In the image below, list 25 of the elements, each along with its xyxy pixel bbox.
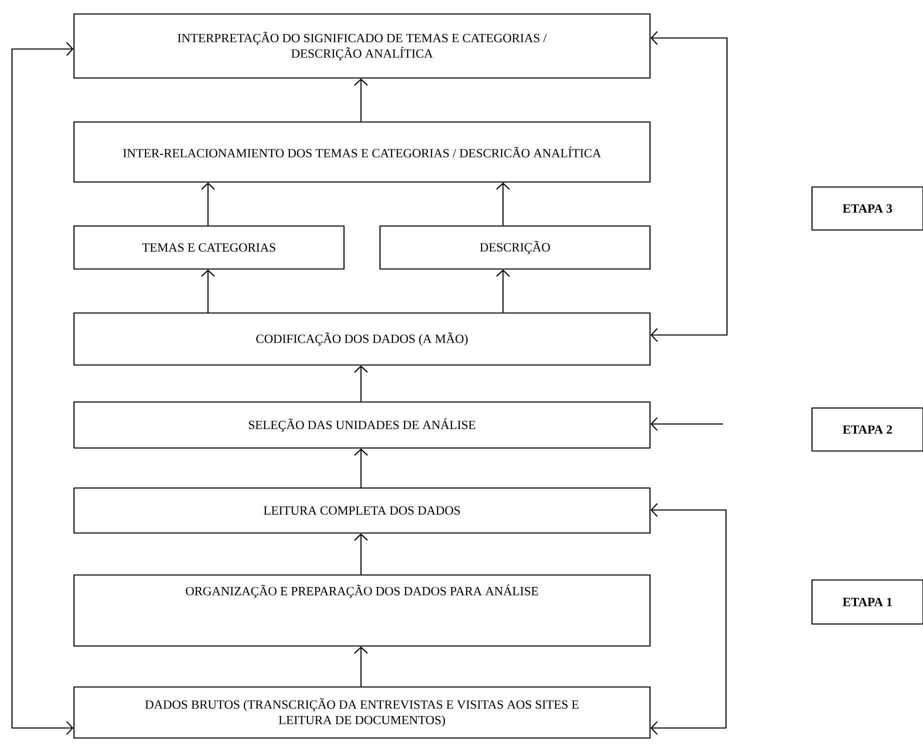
stage-box: ETAPA 3 bbox=[811, 186, 923, 231]
arrow bbox=[354, 78, 368, 122]
stage-box: ETAPA 2 bbox=[811, 407, 923, 452]
process-box: ORGANIZAÇÃO E PREPARAÇÃO DOS DADOS PARA ANÁLISE bbox=[73, 574, 651, 647]
process-box: TEMAS E CATEGORIAS bbox=[73, 225, 345, 270]
process-box: LEITURA COMPLETA DOS DADOS bbox=[73, 487, 651, 534]
arrow bbox=[201, 270, 215, 312]
bracket-arrow bbox=[11, 42, 74, 735]
stage-box: ETAPA 1 bbox=[811, 579, 923, 625]
arrow bbox=[496, 270, 510, 312]
arrow bbox=[496, 182, 510, 226]
process-box: DESCRIÇÃO bbox=[379, 225, 651, 270]
arrow bbox=[354, 366, 368, 402]
process-box: INTERPRETAÇÃO DO SIGNIFICADO DE TEMAS E CATEGORIAS / DESCRIÇÃO ANALÍTICA bbox=[73, 13, 651, 79]
process-box: CODIFICAÇÃO DOS DADOS (A MÃO) bbox=[73, 312, 651, 366]
process-box: INTER-RELACIONAMIENTO DOS TEMAS E CATEGORIAS / DESCRICÃO ANALÍTICA bbox=[73, 121, 651, 183]
arrow bbox=[650, 417, 723, 431]
bracket-arrow bbox=[650, 503, 727, 735]
arrow bbox=[354, 646, 368, 686]
process-box: SELEÇÃO DAS UNIDADES DE ANÁLISE bbox=[73, 401, 651, 449]
bracket-arrow bbox=[650, 31, 728, 342]
process-box: DADOS BRUTOS (TRANSCRIÇÃO DA ENTREVISTAS E VISITAS AOS SITES E LEITURA DE DOCUMENTOS) bbox=[73, 686, 651, 739]
arrow bbox=[354, 534, 368, 574]
arrow bbox=[354, 448, 368, 488]
arrow bbox=[201, 182, 215, 226]
